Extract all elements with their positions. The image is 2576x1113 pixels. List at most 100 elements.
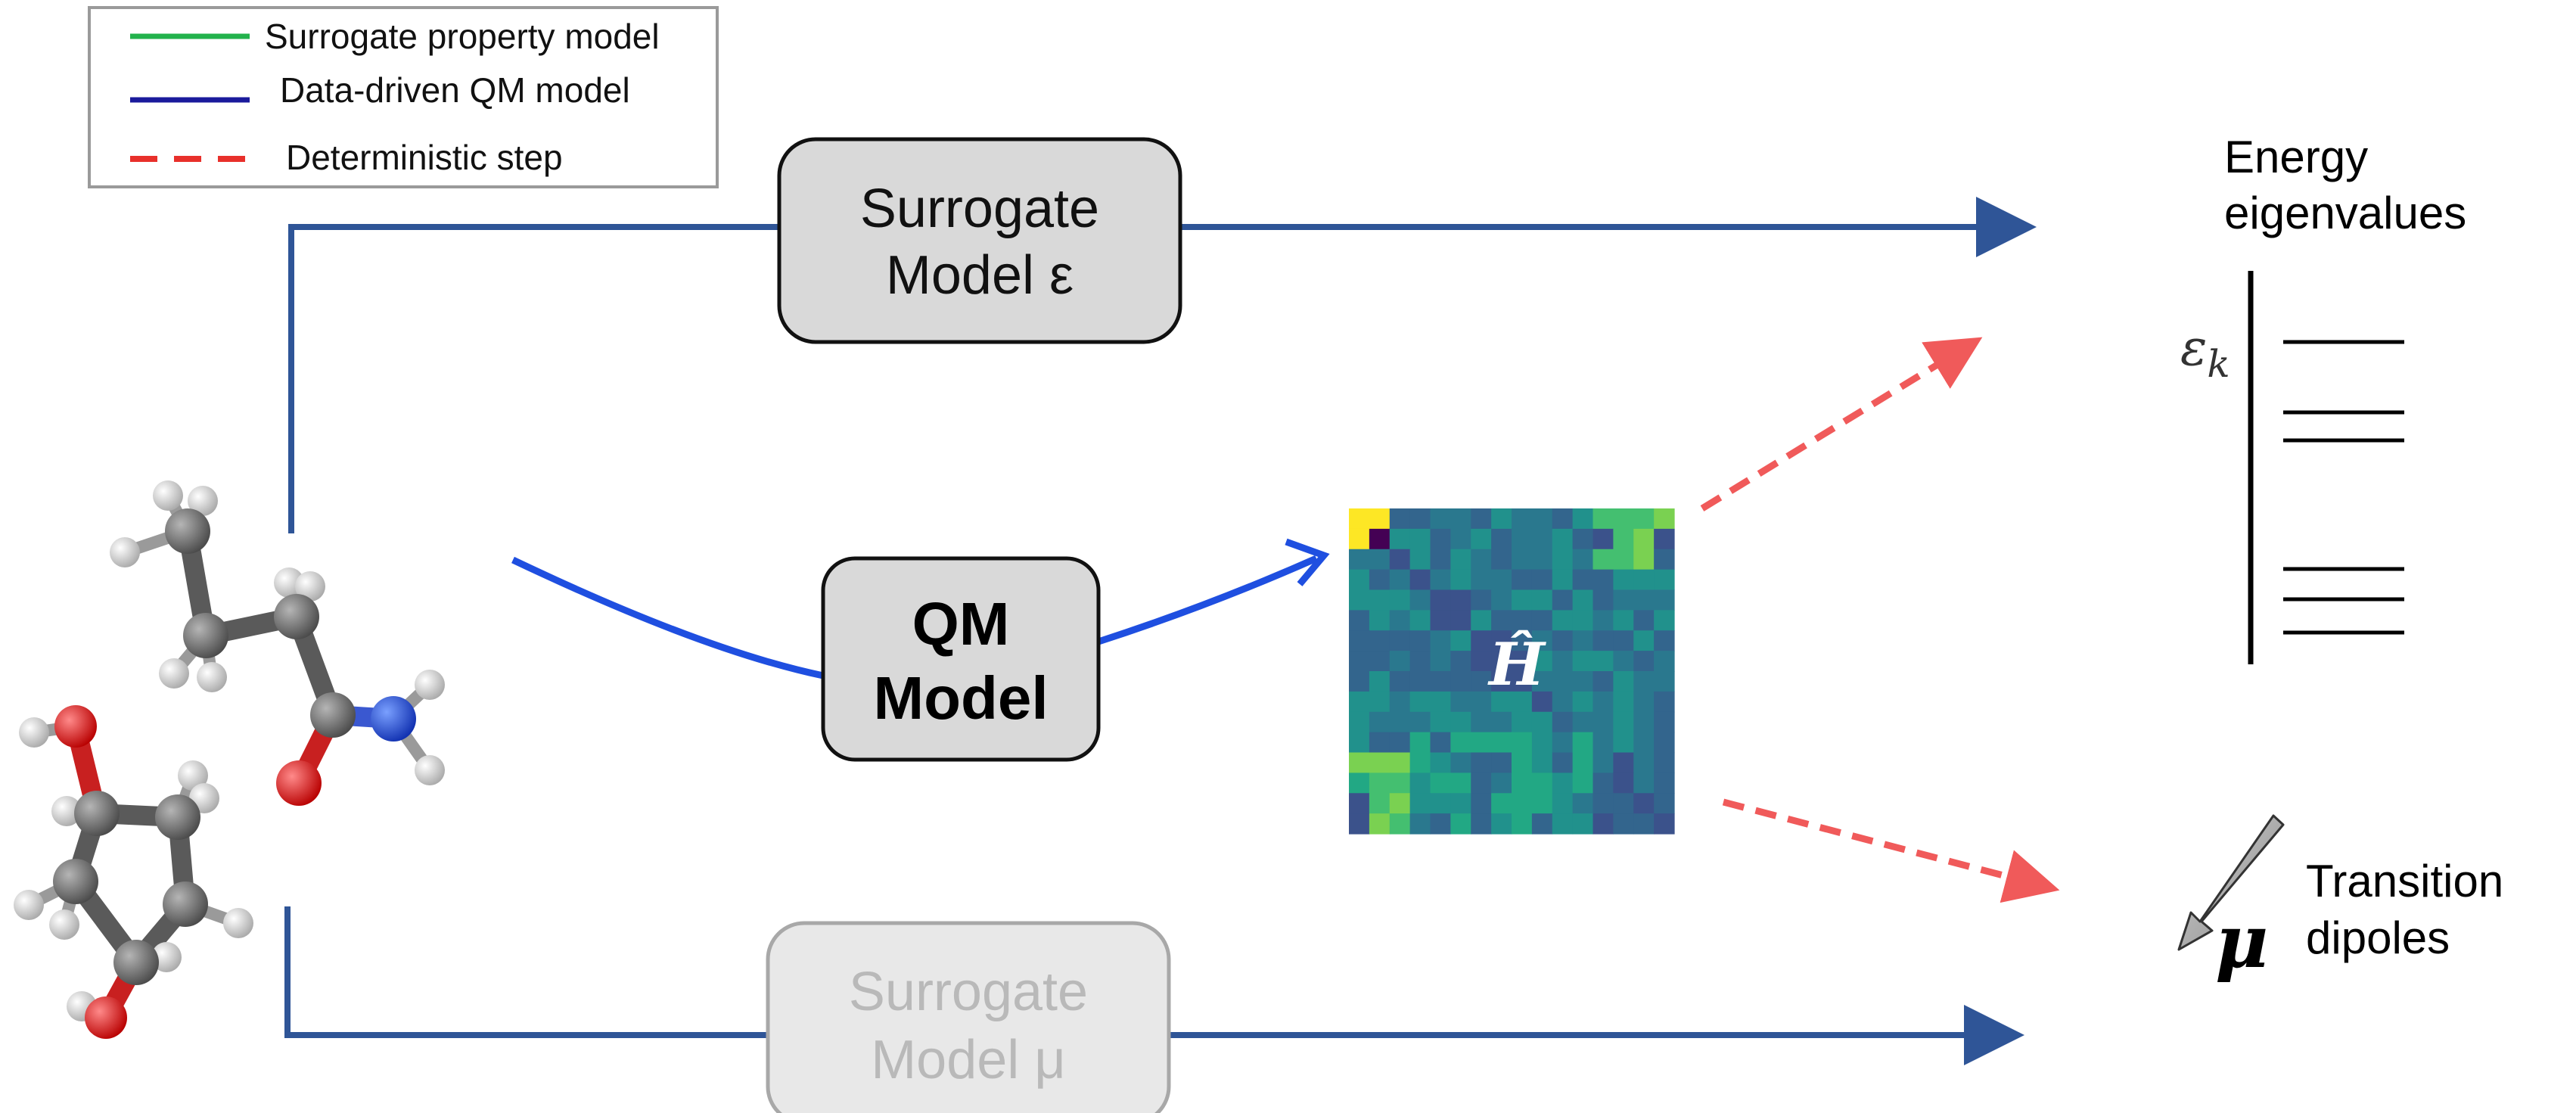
heatmap-cell bbox=[1613, 773, 1634, 794]
heatmap-cell bbox=[1409, 589, 1431, 611]
heatmap-cell bbox=[1552, 711, 1574, 733]
heatmap-cell bbox=[1633, 610, 1655, 631]
heatmap-cell bbox=[1491, 813, 1512, 835]
heatmap-cell bbox=[1430, 549, 1451, 570]
heatmap-cell bbox=[1491, 549, 1512, 570]
heatmap-cell bbox=[1531, 671, 1553, 692]
heatmap-cell bbox=[1593, 630, 1614, 651]
deterministic-arrow-dipole bbox=[1722, 798, 2060, 903]
heatmap-cell bbox=[1613, 569, 1634, 591]
heatmap-cell bbox=[1633, 711, 1655, 733]
heatmap-cell bbox=[1552, 651, 1574, 672]
molecule-oxygen bbox=[276, 760, 322, 806]
heatmap-cell bbox=[1552, 793, 1574, 814]
heatmap-cell bbox=[1430, 569, 1451, 591]
heatmap-cell bbox=[1409, 610, 1431, 631]
heatmap-cell bbox=[1369, 549, 1391, 570]
heatmap-cell bbox=[1572, 691, 1594, 713]
heatmap-cell bbox=[1430, 508, 1451, 530]
heatmap-cell bbox=[1471, 549, 1492, 570]
heatmap-cell bbox=[1430, 711, 1451, 733]
heatmap-cell bbox=[1613, 671, 1634, 692]
heatmap-cell bbox=[1471, 773, 1492, 794]
heatmap-cell bbox=[1613, 793, 1634, 814]
heatmap-cell bbox=[1450, 752, 1471, 773]
heatmap-cell bbox=[1349, 569, 1370, 591]
bottom-flow bbox=[284, 906, 2024, 1065]
heatmap-cell bbox=[1369, 508, 1391, 530]
heatmap-cell bbox=[1450, 589, 1471, 611]
heatmap-cell bbox=[1389, 671, 1411, 692]
heatmap-cell bbox=[1531, 528, 1553, 550]
heatmap-cell bbox=[1654, 752, 1675, 773]
heatmap-cell bbox=[1531, 711, 1553, 733]
heatmap-cell bbox=[1450, 671, 1471, 692]
surrogate-energy-box: Surrogate Model ε bbox=[777, 137, 1182, 344]
heatmap-cell bbox=[1369, 732, 1391, 754]
heatmap-cell bbox=[1593, 549, 1614, 570]
heatmap-cell bbox=[1593, 569, 1614, 591]
heatmap-cell bbox=[1471, 752, 1492, 773]
heatmap-cell bbox=[1633, 691, 1655, 713]
heatmap-cell bbox=[1491, 711, 1512, 733]
surrogate-dipole-box-frame bbox=[766, 921, 1171, 1113]
heatmap-cell bbox=[1450, 630, 1471, 651]
heatmap-cell bbox=[1471, 569, 1492, 591]
heatmap-cell bbox=[1552, 508, 1574, 530]
qm-model-box-frame bbox=[821, 556, 1101, 762]
heatmap-cell bbox=[1572, 671, 1594, 692]
heatmap-cell bbox=[1491, 630, 1512, 651]
dipole-symbol: μ bbox=[2215, 899, 2268, 984]
heatmap-cell bbox=[1450, 813, 1471, 835]
heatmap-cell bbox=[1349, 610, 1370, 631]
heatmap-cell bbox=[1613, 630, 1634, 651]
heatmap-cell bbox=[1389, 610, 1411, 631]
heatmap-cell bbox=[1552, 569, 1574, 591]
heatmap-cell bbox=[1531, 589, 1553, 611]
qm-flow-curve-out bbox=[1097, 555, 1318, 645]
heatmap-cell bbox=[1349, 813, 1370, 835]
heatmap-cell bbox=[1369, 671, 1391, 692]
heatmap-cell bbox=[1654, 813, 1675, 835]
heatmap-cell bbox=[1552, 630, 1574, 651]
heatmap-cell bbox=[1512, 773, 1533, 794]
heatmap-cell bbox=[1491, 732, 1512, 754]
legend-label-qm: Data-driven QM model bbox=[280, 70, 630, 110]
heatmap-cell bbox=[1369, 691, 1391, 713]
heatmap-cell bbox=[1491, 773, 1512, 794]
heatmap-cell bbox=[1613, 651, 1634, 672]
heatmap-cell bbox=[1369, 752, 1391, 773]
molecule-oxygen bbox=[85, 996, 127, 1039]
heatmap-cell bbox=[1633, 508, 1655, 530]
qm-model-line2: Model bbox=[873, 664, 1048, 732]
heatmap-cell bbox=[1572, 630, 1594, 651]
heatmap-cell bbox=[1471, 671, 1492, 692]
heatmap-cell bbox=[1593, 732, 1614, 754]
molecule-nitrogen bbox=[371, 696, 416, 741]
heatmap-cell bbox=[1512, 589, 1533, 611]
heatmap-cell bbox=[1633, 589, 1655, 611]
heatmap-cell bbox=[1409, 549, 1431, 570]
heatmap-cell bbox=[1450, 549, 1471, 570]
heatmap-cell bbox=[1654, 793, 1675, 814]
hamiltonian-heatmap-icon bbox=[1349, 508, 1675, 835]
heatmap-cell bbox=[1389, 630, 1411, 651]
heatmap-cell bbox=[1654, 508, 1675, 530]
heatmap-cell bbox=[1349, 651, 1370, 672]
heatmap-cell bbox=[1512, 732, 1533, 754]
molecule-hydrogens bbox=[14, 480, 445, 1021]
heatmap-cell bbox=[1471, 630, 1492, 651]
heatmap-cell bbox=[1389, 549, 1411, 570]
molecule-icon bbox=[14, 480, 445, 1039]
deterministic-arrow-energy bbox=[1700, 337, 1983, 511]
heatmap-cell bbox=[1450, 793, 1471, 814]
heatmap-cell bbox=[1531, 773, 1553, 794]
heatmap-cell bbox=[1531, 793, 1553, 814]
deterministic-arrows bbox=[1700, 337, 2060, 903]
heatmap-cell bbox=[1430, 691, 1451, 713]
heatmap-cell bbox=[1471, 528, 1492, 550]
heatmap-cell bbox=[1491, 508, 1512, 530]
heatmap-cell bbox=[1531, 569, 1553, 591]
heatmap-cell bbox=[1450, 711, 1471, 733]
energy-title-line2: eigenvalues bbox=[2224, 188, 2466, 238]
